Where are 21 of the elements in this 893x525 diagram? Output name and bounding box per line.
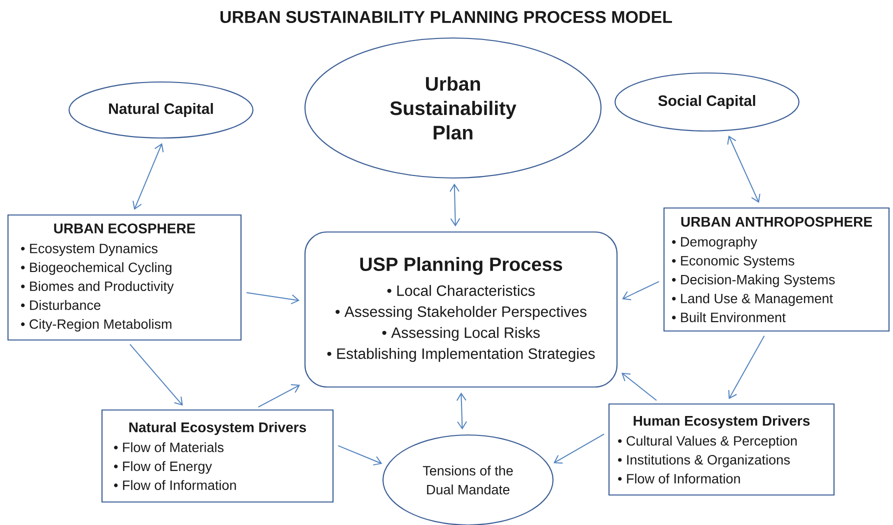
ellipse-node: Urban Sustainability Plan bbox=[304, 37, 602, 179]
arrow bbox=[258, 384, 300, 408]
arrow bbox=[456, 392, 468, 430]
arrow bbox=[621, 372, 657, 401]
arrow bbox=[132, 143, 164, 210]
title: URBAN SUSTAINABILITY PLANNING PROCESS MODEL bbox=[220, 10, 672, 24]
arrow bbox=[450, 184, 460, 226]
text-box: Human Ecosystem Drivers • Cultural Values & Perception • Institutions & Organizations • Flow of Information bbox=[608, 403, 835, 496]
text-box: Natural Ecosystem Drivers • Flow of Materials • Flow of Energy • Flow of Information bbox=[101, 409, 334, 503]
arrow bbox=[727, 135, 760, 203]
arrow bbox=[246, 292, 300, 304]
ellipse-node: Social Capital bbox=[614, 72, 800, 132]
arrow bbox=[728, 335, 765, 400]
arrow bbox=[338, 445, 382, 466]
arrow bbox=[622, 281, 660, 300]
text-box: URBAN ANTHROPOSPHERE • Demography • Economic Systems • Decision-Making Systems • Land Use & Management • Built Environment bbox=[663, 207, 890, 332]
arrow bbox=[129, 344, 183, 406]
arrow bbox=[554, 434, 605, 464]
ellipse-node: Natural Capital bbox=[68, 81, 254, 139]
process-box: USP Planning Process • Local Characteristics • Assessing Stakeholder Perspectives • Assessing Local Risks • Establishing Implementation Strategies bbox=[304, 231, 618, 388]
text-box: URBAN ECOSPHERE • Ecosystem Dynamics • Biogeochemical Cycling • Biomes and Productivity • Disturbance • City-Region Metabolism bbox=[7, 214, 242, 341]
